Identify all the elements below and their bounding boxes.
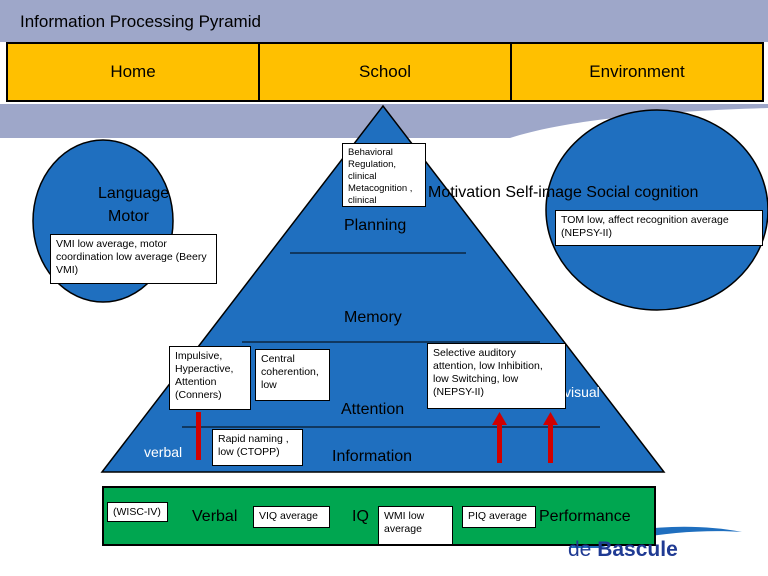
behavioral-note: Behavioral Regulation, clinical Metacogn… [342, 143, 426, 207]
level-planning: Planning [344, 217, 407, 234]
impulsive-note: Impulsive, Hyperactive, Attention (Conne… [169, 346, 251, 410]
de-bascule-logo: de Bascule [568, 538, 678, 562]
rapid-naming-note: Rapid naming , low (CTOPP) [212, 429, 303, 466]
level-memory: Memory [344, 309, 402, 326]
level-information: Information [332, 448, 413, 465]
logo-prefix: de [568, 538, 598, 561]
vmi-note: VMI low average, motor coordination low … [50, 234, 217, 284]
level-attention: Attention [341, 401, 405, 418]
motor-label: Motor [108, 208, 149, 225]
wisc-box: (WISC-IV) [107, 502, 168, 522]
header-band [0, 0, 768, 42]
context-school: School [260, 44, 512, 100]
context-environment: Environment [589, 62, 685, 81]
language-label: Language [98, 185, 170, 202]
viq-box: VIQ average [253, 506, 330, 528]
piq-box: PIQ average [462, 506, 536, 528]
verbal-label: Verbal [192, 508, 238, 525]
selective-attention-note: Selective auditory attention, low Inhibi… [427, 343, 566, 409]
motivation-label: Motivation Self-image Social cognition [428, 184, 699, 201]
context-bar: Home School Environment [6, 42, 764, 102]
tom-note: TOM low, affect recognition average (NEP… [555, 210, 763, 246]
iq-label: IQ [352, 508, 369, 525]
performance-label: Performance [539, 508, 631, 525]
red-arrow-3 [543, 412, 558, 463]
red-arrow-2 [492, 412, 507, 463]
page-title: Information Processing Pyramid [20, 12, 261, 31]
visual-side-label: visual [564, 384, 600, 400]
verbal-side-label: verbal [144, 444, 183, 460]
red-arrow-1 [196, 412, 201, 460]
wmi-box: WMI low average [378, 506, 453, 545]
logo-bold: Bascule [597, 538, 678, 561]
context-home: Home [8, 44, 260, 100]
central-coherence-note: Central coherention, low [255, 349, 330, 401]
